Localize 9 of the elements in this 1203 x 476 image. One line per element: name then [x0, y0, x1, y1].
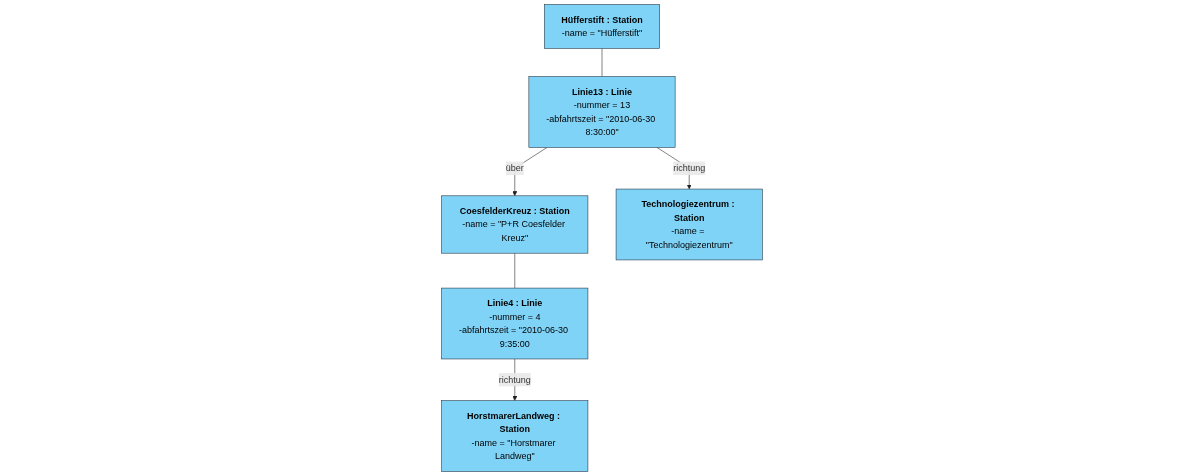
node-box: Linie13 : Linie -nummer = 13 -abfahrtszeit = "2010-06-30 8:30:00" — [528, 76, 675, 148]
edge-label: über — [505, 163, 524, 173]
node-box: Hüfferstift : Station -name = "Hüfferstift" — [543, 4, 660, 49]
node-box: HorstmarerLandweg : Station -name = "Horstmarer Landweg" — [440, 400, 588, 472]
node-box: Linie4 : Linie -nummer = 4 -abfahrtszeit = "2010-06-30 9:35:00 — [440, 287, 588, 360]
edge-label: richtung — [498, 374, 531, 385]
node-box: Technologiezentrum : Station -name = "Technologiezentrum" — [615, 188, 763, 261]
node-box: CoesfelderKreuz : Station -name = "P+R Coesfelder Kreuz" — [440, 195, 588, 254]
edge-label: richtung — [672, 163, 705, 173]
